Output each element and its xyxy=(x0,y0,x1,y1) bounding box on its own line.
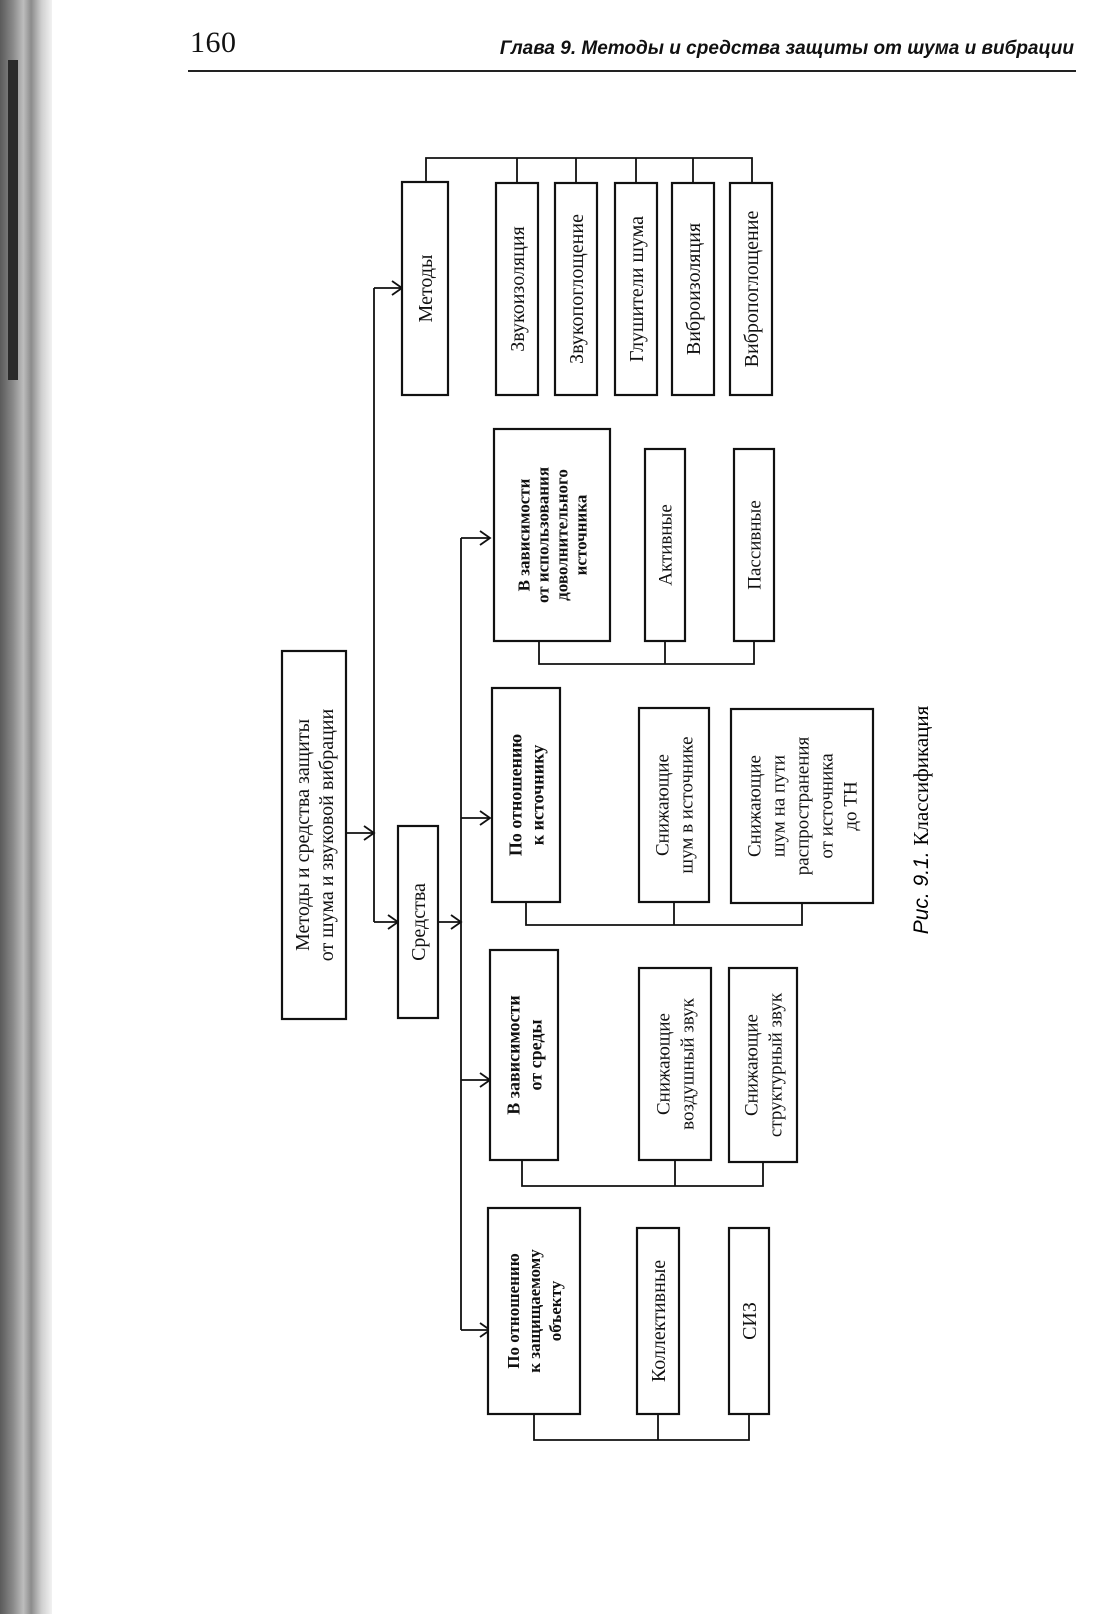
means-group-4-item-2: СИЗ xyxy=(727,1226,771,1416)
method-item-3: Глушители шума xyxy=(613,181,659,397)
method-item-5-label: Вибропоглощение xyxy=(741,211,763,368)
header-rule xyxy=(188,70,1076,72)
means-group-4-item-1: Коллективные xyxy=(635,1226,681,1416)
methods-box: Методы xyxy=(400,180,450,397)
means-group-4-item-2-label: СИЗ xyxy=(739,1302,761,1340)
method-item-4: Виброизоляция xyxy=(670,181,716,397)
figure-caption-text: Рис. 9.1. Классификация xyxy=(909,705,933,934)
means-group-1-item-2-label: Пассивные xyxy=(745,500,766,590)
figure-caption: Рис. 9.1. Классификация xyxy=(909,705,933,934)
method-item-4-label: Виброизоляция xyxy=(683,223,705,355)
method-item-1-label: Звукоизоляция xyxy=(507,226,529,352)
means-group-1-title: В зависимостиот использованиядоволнитель… xyxy=(492,427,612,643)
method-item-2-label: Звукопоглощение xyxy=(566,214,588,364)
means-box: Средства xyxy=(396,824,440,1020)
method-item-1: Звукоизоляция xyxy=(494,181,540,397)
method-item-2: Звукопоглощение xyxy=(553,181,599,397)
means-group-1-title-label: В зависимостиот использованиядоволнитель… xyxy=(514,467,590,603)
means-group-1-item-1-label: Активные xyxy=(656,504,677,586)
binding-shadow xyxy=(8,60,18,380)
page-number: 160 xyxy=(190,26,237,59)
means-group-1-item-2: Пассивные xyxy=(732,447,776,643)
means-group-4-item-1-label: Коллективные xyxy=(648,1260,670,1382)
means-group-1-item-1: Активные xyxy=(643,447,687,643)
method-item-3-label: Глушители шума xyxy=(626,216,648,362)
method-item-5: Вибропоглощение xyxy=(728,181,774,397)
connector-lines xyxy=(346,157,803,1441)
running-head: Глава 9. Методы и средства защиты от шум… xyxy=(499,38,1074,59)
means-box-label: Средства xyxy=(408,883,430,961)
methods-box-label: Методы xyxy=(415,255,437,323)
